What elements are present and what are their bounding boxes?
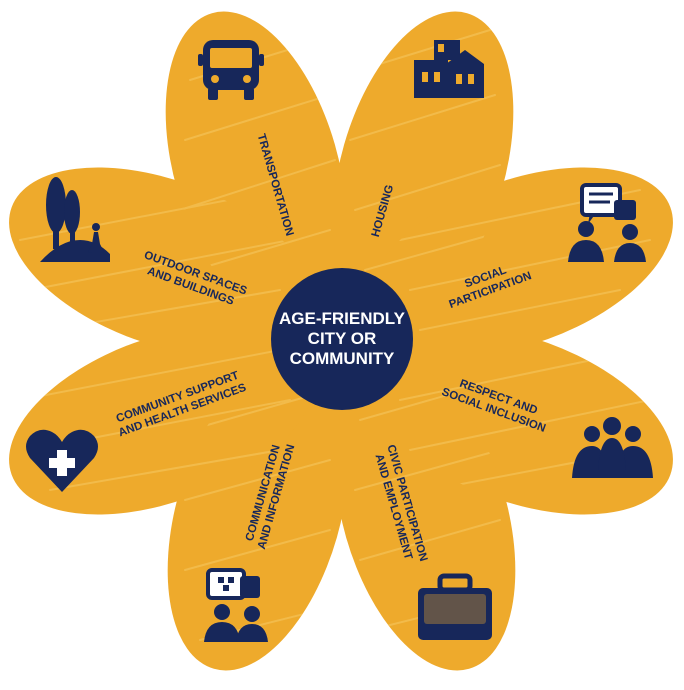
trees-walker-icon [40,177,110,262]
center-title: AGE-FRIENDLY CITY OR COMMUNITY [271,268,413,410]
petal-outdoor-spaces [9,167,315,357]
bus-icon [198,40,264,100]
conversation-icon [568,183,646,262]
briefcase-icon [418,573,492,640]
group-hug-icon [572,417,653,478]
chat-people-icon [204,568,268,642]
houses-icon [414,40,484,98]
center-title-line: COMMUNITY [289,349,395,368]
center-title-line: CITY OR [307,329,377,348]
center-circle [271,268,413,410]
center-title-line: AGE-FRIENDLY [279,309,405,328]
petal-community-support [9,325,315,515]
heart-plus-icon [26,429,98,492]
